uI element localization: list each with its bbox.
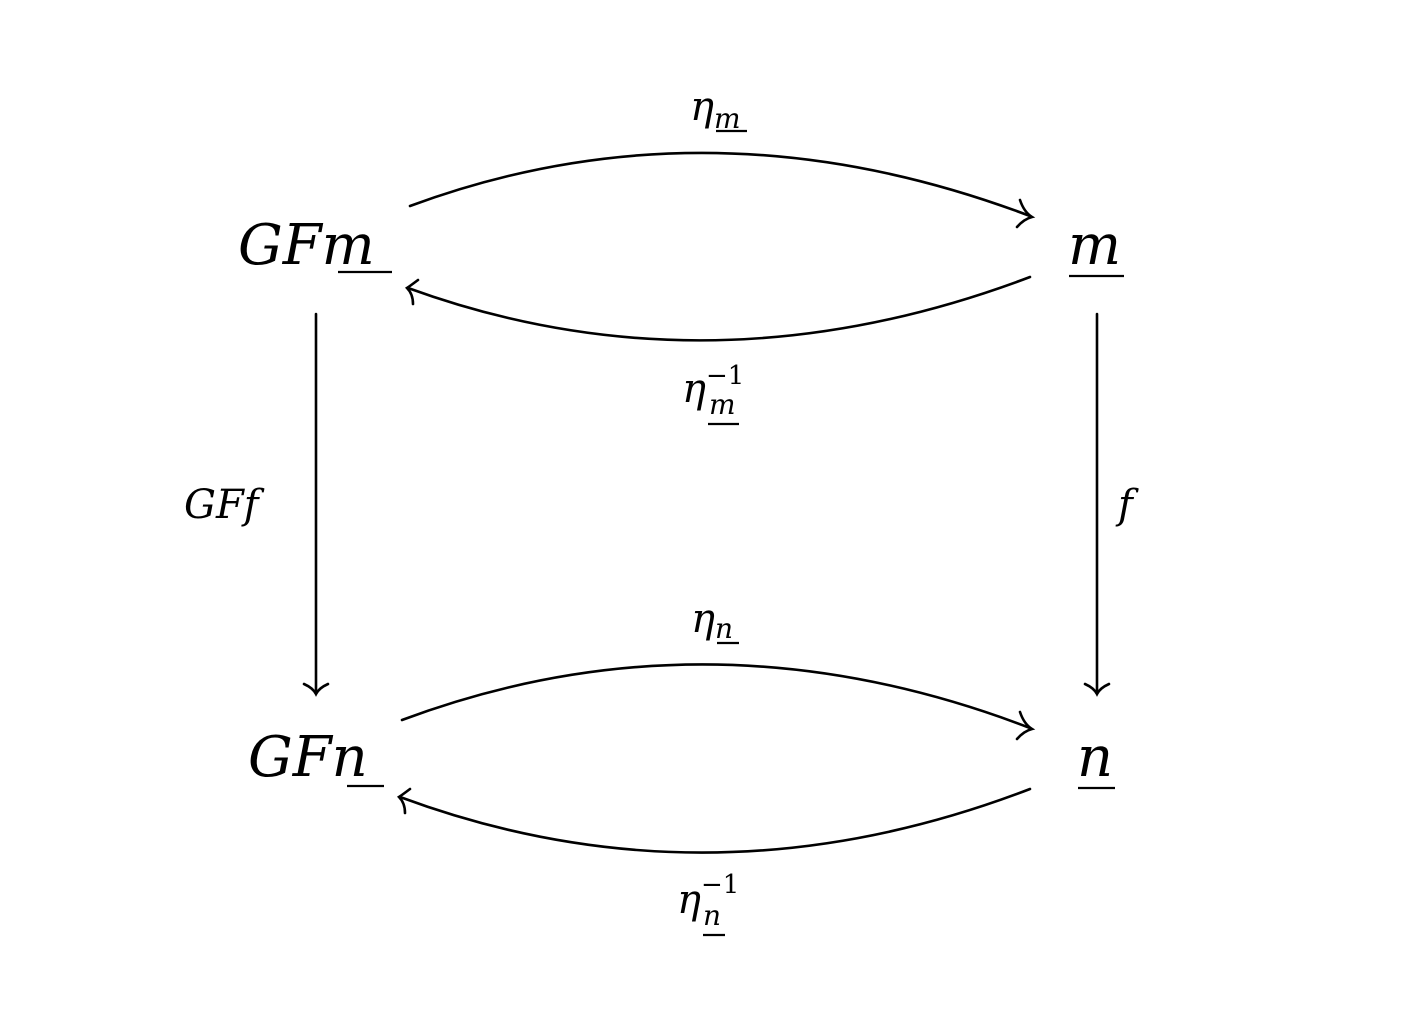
arrowhead-eta-m <box>1015 198 1036 229</box>
arrow-eta-n-inverse <box>396 787 1032 854</box>
arrowhead-f <box>1083 682 1111 697</box>
label-eta-m-sub: m <box>714 102 741 135</box>
label-eta-m-inverse-sub: m <box>709 388 736 421</box>
arrow-eta-m <box>408 151 1036 229</box>
arrowhead-eta-n <box>1015 710 1036 741</box>
svg-text:GFm: GFm <box>238 213 375 278</box>
svg-text:η−1: η−1 <box>682 361 744 412</box>
arrowhead-gf-f <box>302 682 330 697</box>
label-eta-n-inverse-sub: n <box>703 899 721 932</box>
label-eta-n: ηn <box>691 596 739 645</box>
arrow-eta-m-inverse <box>404 275 1032 342</box>
svg-text:ηm: ηm <box>690 84 741 135</box>
label-eta-m: ηm <box>690 84 747 135</box>
node-gf-n-var: n <box>332 725 368 790</box>
arrow-eta-n <box>400 663 1036 741</box>
node-m-var: m <box>1068 213 1121 278</box>
node-m: m <box>1068 213 1124 278</box>
label-eta-m-inverse-symbol: η <box>682 366 706 412</box>
label-eta-n-sub: n <box>715 612 733 645</box>
node-gf-m-var: m <box>322 213 375 278</box>
label-eta-n-inverse: η−1 n <box>677 870 739 937</box>
label-f: f <box>1115 482 1139 528</box>
node-n-var: n <box>1077 725 1113 790</box>
node-gf-n: GFn <box>248 725 384 790</box>
svg-text:η−1: η−1 <box>677 870 739 923</box>
label-eta-n-inverse-symbol: η <box>677 877 701 923</box>
arrow-gf-f <box>302 312 330 697</box>
node-gf-m: GFm <box>238 213 392 278</box>
arrowhead-eta-n-inverse <box>396 787 412 815</box>
svg-text:GFn: GFn <box>248 725 368 790</box>
label-gf-f: GFf <box>184 482 265 528</box>
label-eta-n-inverse-sup: −1 <box>701 870 739 900</box>
node-gf-n-prefix: GF <box>248 725 334 790</box>
arrow-f <box>1083 312 1111 697</box>
label-eta-m-symbol: η <box>690 84 714 130</box>
label-eta-n-symbol: η <box>691 596 715 642</box>
node-gf-m-prefix: GF <box>238 213 324 278</box>
label-eta-m-inverse: η−1 m <box>682 361 744 426</box>
svg-text:ηn: ηn <box>691 596 733 645</box>
label-eta-m-inverse-sup: −1 <box>706 361 744 391</box>
arrowhead-eta-m-inverse <box>404 278 420 306</box>
node-n: n <box>1077 725 1115 790</box>
